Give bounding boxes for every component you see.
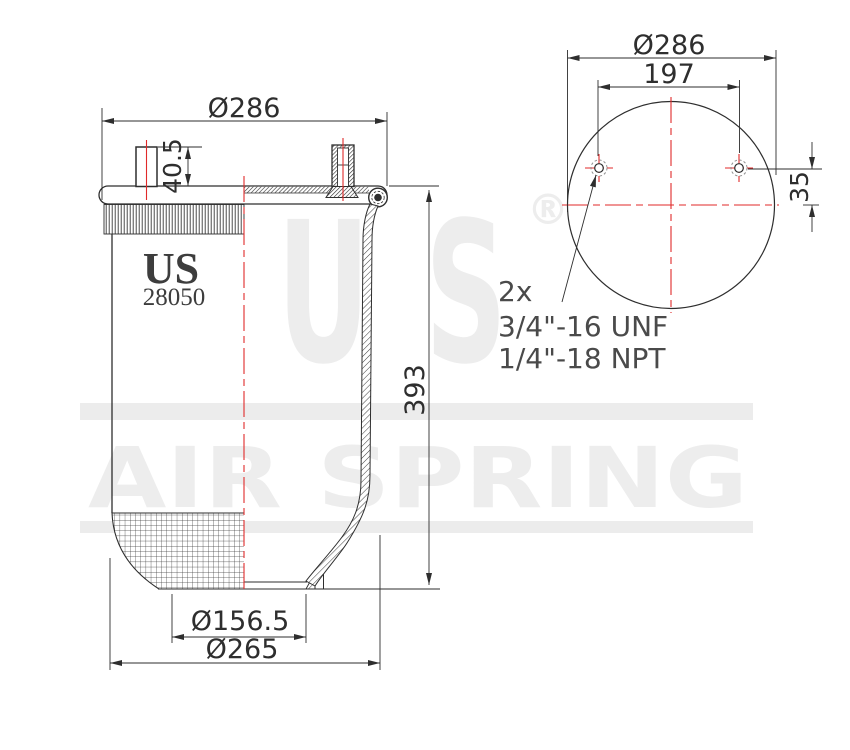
part-label-brand: US bbox=[143, 244, 199, 293]
callout-quantity: 2x bbox=[498, 275, 532, 308]
piston-bowl bbox=[111, 512, 244, 590]
centerlines-top-view bbox=[562, 97, 779, 313]
dim-stud-height bbox=[158, 146, 202, 186]
callout-thread-2: 1/4"-18 NPT bbox=[498, 342, 666, 375]
part-label: US 28050 bbox=[143, 244, 206, 311]
dim-bottom-outer-diameter bbox=[109, 535, 381, 670]
registered-trademark-icon: ® bbox=[527, 185, 569, 234]
bead-plate-section bbox=[244, 186, 369, 193]
part-label-number: 28050 bbox=[143, 284, 206, 311]
side-view: Ø286 40.5 393 Ø156.5 Ø265 US bbox=[98, 93, 440, 670]
dim-stud-offset bbox=[748, 142, 822, 232]
mounting-hole-right bbox=[730, 159, 748, 177]
dim-plate-diameter bbox=[567, 50, 777, 212]
watermark-bar-top bbox=[80, 403, 753, 420]
watermark: U S ® AIR SPRING bbox=[80, 180, 753, 533]
watermark-bar-bottom bbox=[80, 521, 753, 533]
dim-top-plate-diameter bbox=[101, 108, 388, 200]
watermark-air-spring-text: AIR SPRING bbox=[88, 429, 748, 527]
dim-bottom-outer-diameter-label: Ø265 bbox=[206, 634, 279, 665]
dim-overall-height-label: 393 bbox=[400, 364, 431, 416]
thread-callout: 2x 3/4"-16 UNF 1/4"-18 NPT bbox=[498, 275, 668, 375]
mounting-stud-right bbox=[325, 144, 359, 198]
centerlines-side-view bbox=[145, 138, 344, 592]
dim-bottom-inner-diameter-label: Ø156.5 bbox=[191, 606, 290, 637]
callout-leader-line bbox=[561, 174, 597, 303]
dim-plate-diameter-label: Ø286 bbox=[633, 30, 706, 61]
dim-stud-spacing-label: 197 bbox=[643, 59, 695, 90]
callout-thread-1: 3/4"-16 UNF bbox=[498, 310, 668, 343]
dim-bottom-inner-diameter bbox=[171, 594, 307, 643]
mounting-hole-left bbox=[590, 159, 608, 177]
dim-stud-height-label: 40.5 bbox=[158, 138, 187, 194]
dim-top-plate-diameter-label: Ø286 bbox=[208, 93, 281, 124]
dim-stud-offset-label: 35 bbox=[785, 171, 814, 203]
watermark-us-letter-s: S bbox=[425, 180, 507, 407]
top-view: Ø286 197 35 2x 3/4"-16 UNF 1/4"-18 NPT bbox=[498, 30, 822, 375]
dim-stud-spacing bbox=[597, 80, 740, 156]
watermark-us-letter-u: U bbox=[277, 180, 370, 407]
dim-overall-height bbox=[389, 185, 439, 585]
crimp-band bbox=[103, 204, 245, 235]
bellows-wall-section bbox=[305, 203, 379, 587]
bead-curl bbox=[368, 187, 389, 208]
